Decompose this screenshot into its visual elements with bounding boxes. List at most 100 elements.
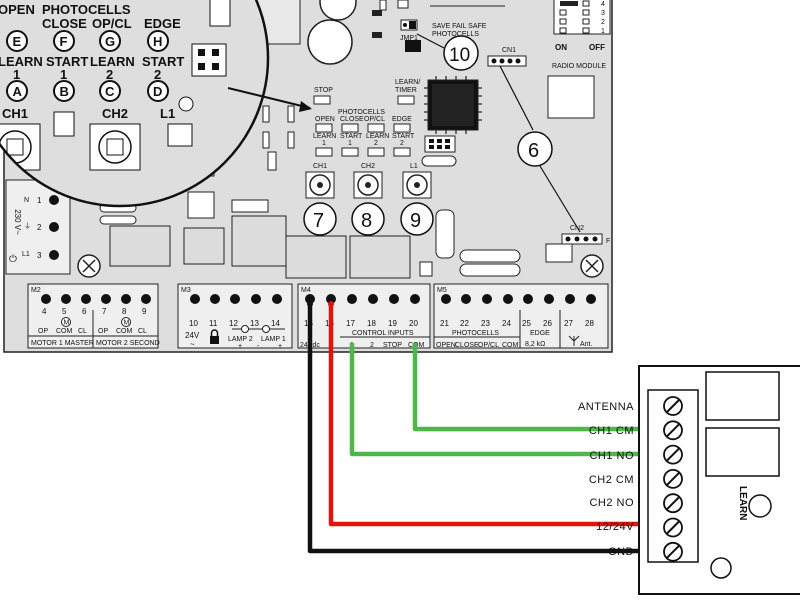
jmp1-label: JMP1 (400, 35, 418, 42)
varistor (435, 209, 455, 259)
m5-screw-25[interactable] (523, 294, 533, 304)
m3-num-11: 11 (209, 319, 218, 328)
zoom-button-a[interactable]: A (6, 80, 28, 102)
relay-1 (109, 225, 171, 267)
lamp1-plus: + (278, 343, 282, 350)
m2-sub-cl2: CL (138, 328, 147, 335)
svg-text:8: 8 (361, 210, 372, 232)
svg-text:E: E (13, 34, 22, 49)
m2-num-8: 8 (122, 307, 127, 316)
led-row-1 (315, 123, 411, 133)
m4-num-18: 18 (367, 319, 376, 328)
ch2-trim-label: CH2 (361, 163, 375, 170)
m2-terminal: M2 4 5 6 7 8 9 M M OP COM CL OP (27, 283, 160, 349)
m3-screw-14[interactable] (272, 294, 282, 304)
cn1-label: CN1 (502, 47, 516, 54)
zoom-button-g[interactable]: G (99, 30, 121, 52)
m3-name: M3 (181, 287, 191, 294)
m4-screw-18[interactable] (368, 294, 378, 304)
zoom-button-f[interactable]: F (53, 30, 75, 52)
led-start2-label: START (392, 133, 415, 140)
cn2-connector (561, 233, 603, 245)
receiver-screw-terminal[interactable] (663, 517, 683, 538)
receiver-screw-terminal[interactable] (663, 444, 683, 465)
receiver-label-ch2-no: CH2 NO (589, 497, 634, 509)
wire-endpoints (307, 301, 334, 307)
zoom-button-b[interactable]: B (53, 80, 75, 102)
zoom-l1-label: L1 (160, 106, 175, 121)
led-open-label: OPEN (315, 116, 335, 123)
lamp-minus: - (257, 343, 260, 350)
svg-text:7: 7 (313, 210, 324, 232)
ch2-trimmer[interactable] (353, 171, 383, 199)
m2-screw-6[interactable] (81, 294, 91, 304)
dip-num-4: 4 (601, 1, 605, 8)
small-part-5 (419, 261, 433, 277)
small-part-6 (545, 243, 573, 263)
m2-sub-com2: COM (116, 328, 133, 335)
antenna-icon (568, 335, 580, 346)
m4-terminal: M4 15 16 17 18 19 20 CONTROL INPUTS 24Vd… (297, 283, 431, 349)
receiver-screw-terminal[interactable] (663, 541, 683, 562)
receiver-screw-terminal[interactable] (663, 468, 683, 489)
l1-trimmer[interactable] (402, 171, 432, 199)
receiver-learn-label: LEARN (737, 486, 748, 520)
m5-screw-23[interactable] (482, 294, 492, 304)
led-start2-num: 2 (400, 140, 404, 147)
m3-screw-13[interactable] (251, 294, 261, 304)
m2-screw-4[interactable] (41, 294, 51, 304)
m5-name: M5 (437, 287, 447, 294)
m4-screw-19[interactable] (389, 294, 399, 304)
lock-icon (210, 329, 219, 344)
zoom-ch2-trimmer[interactable] (89, 123, 141, 171)
m3-screw-11[interactable] (210, 294, 220, 304)
m3-screw-10[interactable] (190, 294, 200, 304)
ch1-trimmer[interactable] (305, 171, 335, 199)
m5-screw-22[interactable] (461, 294, 471, 304)
m3-screw-12[interactable] (230, 294, 240, 304)
motor-1-symbol: M (61, 317, 71, 327)
zoom-start2-label: START (142, 54, 184, 69)
small-part-4 (397, 0, 409, 9)
m1-screw-3[interactable] (49, 250, 59, 260)
m2-num-5: 5 (62, 307, 67, 316)
m5-num-21: 21 (440, 319, 449, 328)
zoom-button-d[interactable]: D (147, 80, 169, 102)
stop-label: STOP (314, 87, 333, 94)
svg-text:F: F (60, 34, 68, 49)
m4-screw-15[interactable] (305, 294, 315, 304)
m5-num-28: 28 (585, 319, 594, 328)
m2-screw-8[interactable] (121, 294, 131, 304)
m2-screw-9[interactable] (141, 294, 151, 304)
receiver-screw-terminal[interactable] (663, 420, 683, 441)
zoom-button-c[interactable]: C (99, 80, 121, 102)
learn-button[interactable] (748, 494, 772, 518)
m2-screw-5[interactable] (61, 294, 71, 304)
m1-screw-1[interactable] (49, 195, 59, 205)
receiver-screw-terminal[interactable] (663, 493, 683, 514)
m5-edge: EDGE (530, 330, 550, 337)
m2-screw-7[interactable] (101, 294, 111, 304)
m4-screw-16[interactable] (326, 294, 336, 304)
led-start1-label: START (340, 133, 363, 140)
m4-screw-20[interactable] (410, 294, 420, 304)
zoom-button-h[interactable]: H (147, 30, 169, 52)
m1-screw-2[interactable] (49, 222, 59, 232)
m2-sub-op2: OP (98, 328, 108, 335)
small-part-1 (372, 10, 382, 16)
learn-timer-label-1: LEARN/ (395, 79, 420, 86)
crystal (421, 155, 457, 167)
m5-num-23: 23 (481, 319, 490, 328)
m4-screw-17[interactable] (347, 294, 357, 304)
m5-screw-26[interactable] (544, 294, 554, 304)
zoom-button-e[interactable]: E (6, 30, 28, 52)
m5-screw-27[interactable] (565, 294, 575, 304)
dip-off-label: OFF (589, 43, 605, 52)
m5-screw-28[interactable] (586, 294, 596, 304)
m5-sub-opcl: OP/CL (478, 342, 499, 349)
m5-screw-24[interactable] (503, 294, 513, 304)
dip-levers (559, 0, 590, 34)
receiver-screw-terminal[interactable] (663, 396, 683, 416)
m5-screw-21[interactable] (441, 294, 451, 304)
m5-sub-close: CLOSE (455, 342, 479, 349)
